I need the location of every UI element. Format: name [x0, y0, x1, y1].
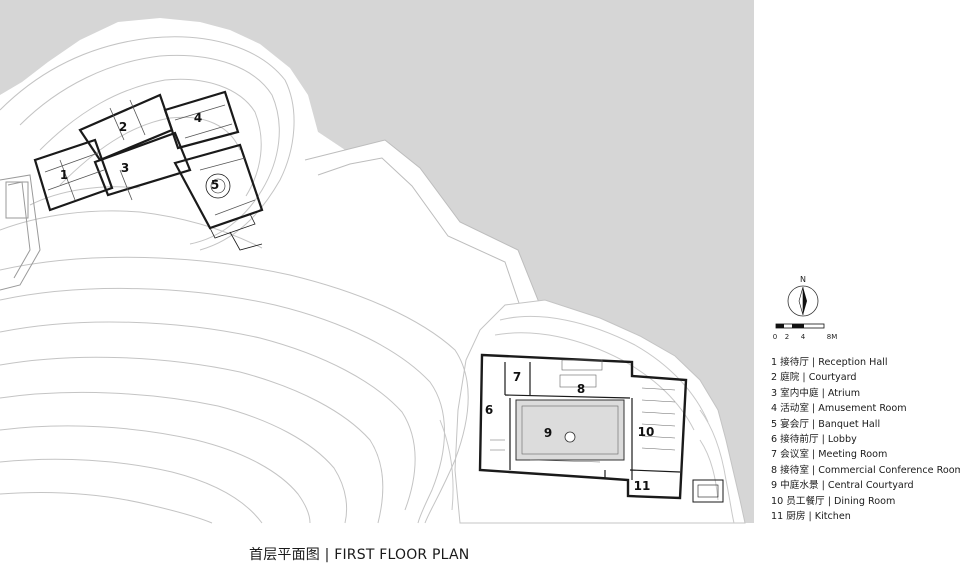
- room-number-7: 7: [513, 370, 521, 384]
- room-number-11: 11: [634, 479, 651, 493]
- scale-bar: 0 2 4 8M: [773, 323, 838, 341]
- legend-item: 11 厨房 | Kitchen: [771, 511, 851, 523]
- room-number-5: 5: [211, 178, 219, 192]
- legend-item: 7 会议室 | Meeting Room: [771, 449, 888, 461]
- scale-tick-8: 8M: [827, 333, 838, 341]
- legend-item: 4 活动室 | Amusement Room: [771, 403, 907, 415]
- room-legend: 1 接待厅 | Reception Hall 2 庭院 | Courtyard …: [771, 355, 960, 524]
- legend-item: 3 室内中庭 | Atrium: [771, 387, 861, 399]
- scale-tick-2: 2: [785, 333, 789, 341]
- contours-east: [439, 315, 735, 524]
- plan-title: 首层平面图 | FIRST FLOOR PLAN: [249, 547, 470, 563]
- legend-item: 1 接待厅 | Reception Hall: [771, 357, 888, 368]
- room-number-2: 2: [119, 120, 127, 134]
- west-building: [33, 90, 264, 251]
- scale-tick-4: 4: [801, 333, 806, 341]
- legend-item: 9 中庭水景 | Central Courtyard: [771, 480, 914, 492]
- east-building: [478, 353, 724, 503]
- legend-item: 2 庭院 | Courtyard: [771, 372, 857, 384]
- legend-item: 8 接待室 | Commercial Conference Room: [771, 464, 960, 476]
- north-label: N: [800, 275, 806, 284]
- room-numbers: 1 2 3 4 5 6 7 8 9 10 11: [60, 111, 655, 493]
- legend-item: 5 宴会厅 | Banquet Hall: [771, 418, 881, 430]
- room-number-6: 6: [485, 403, 493, 417]
- room-number-1: 1: [60, 168, 68, 182]
- room-number-9: 9: [544, 426, 552, 440]
- west-path: [0, 174, 41, 291]
- room-number-10: 10: [638, 425, 655, 439]
- room-number-8: 8: [577, 382, 585, 396]
- scale-tick-0: 0: [773, 333, 777, 341]
- spit-outline-inner: [317, 157, 523, 313]
- contours-southwest: [0, 256, 469, 524]
- spit-outline: [304, 139, 541, 306]
- legend-item: 10 员工餐厅 | Dining Room: [771, 495, 896, 507]
- room-number-4: 4: [194, 111, 202, 125]
- contours-northwest: [0, 36, 295, 251]
- water-body: [0, 0, 754, 523]
- legend-item: 6 接待前厅 | Lobby: [771, 434, 857, 446]
- room-number-3: 3: [121, 161, 129, 175]
- north-arrow: N: [787, 275, 819, 317]
